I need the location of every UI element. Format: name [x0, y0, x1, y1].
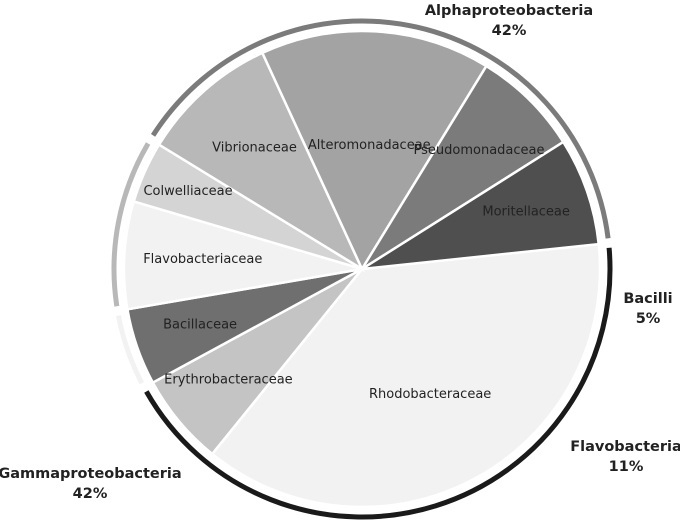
group-percent-flavobacteria: 11% [609, 459, 644, 475]
ring-bacilli [115, 315, 145, 385]
slice-moritellaceae [361, 140, 601, 271]
slice-label-flavobacteriaceae: Flavobacteriaceae [143, 252, 262, 267]
group-name-flavobacteria: Flavobacteria [570, 439, 680, 455]
pie-slice-labels: Rhodobacteraceae Erythrobacteraceae Bacill… [143, 138, 570, 402]
slice-pseudomonadaceae [360, 64, 566, 271]
group-percent-gammaproteobacteria: 42% [73, 486, 108, 502]
slice-label-colwelliaceae: Colwelliaceae [143, 184, 232, 199]
group-name-alphaproteobacteria: Alphaproteobacteria [425, 3, 593, 19]
slice-label-vibrionaceae: Vibrionaceae [212, 141, 297, 156]
group-percent-alphaproteobacteria: 42% [492, 23, 527, 39]
group-name-bacilli: Bacilli [623, 291, 672, 307]
group-percent-bacilli: 5% [636, 311, 661, 327]
slice-alteromonadaceae [260, 29, 489, 272]
slice-label-rhodobacteraceae: Rhodobacteraceae [369, 387, 491, 402]
slice-vibrionaceae [157, 51, 365, 273]
slice-flavobacteriaceae [122, 199, 363, 311]
group-rings [111, 18, 613, 520]
slice-rhodobacteraceae [210, 242, 602, 509]
slice-label-alteromonadaceae: Alteromonadaceae [308, 138, 431, 153]
pie-slices [122, 29, 602, 509]
group-labels: Alphaproteobacteria 42% Bacilli 5% Flavobact… [0, 3, 680, 502]
slice-label-bacillaceae: Bacillaceae [163, 318, 237, 333]
slice-label-erythrobacteraceae: Erythrobacteraceae [164, 373, 292, 388]
ring-flavobacteria [111, 142, 151, 307]
ring-alphaproteobacteria [144, 247, 613, 520]
ring-gammaproteobacteria [150, 18, 611, 239]
group-name-gammaproteobacteria: Gammaproteobacteria [0, 466, 182, 482]
slice-label-pseudomonadaceae: Pseudomonadaceae [414, 143, 545, 158]
slice-label-moritellaceae: Moritellaceae [482, 205, 570, 220]
